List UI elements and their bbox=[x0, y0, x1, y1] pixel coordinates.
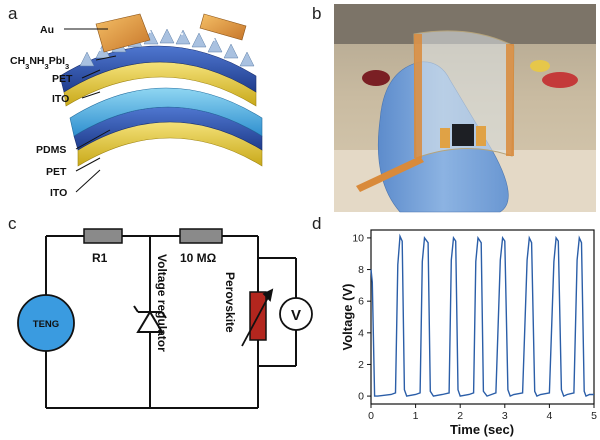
layer-pdms bbox=[69, 87, 263, 137]
y-tick-label: 2 bbox=[358, 359, 364, 371]
y-tick-label: 10 bbox=[352, 232, 364, 244]
panel-letter-b: b bbox=[312, 4, 322, 23]
x-tick-group: 0 1 2 3 4 5 bbox=[368, 404, 597, 422]
label-voltage-regulator: Voltage regulator bbox=[155, 254, 169, 352]
teng-label: TENG bbox=[33, 319, 59, 330]
resistor-r1 bbox=[83, 228, 123, 244]
voltmeter-label: V bbox=[291, 307, 301, 324]
y-tick-label: 4 bbox=[358, 327, 364, 339]
resistor-10mohm bbox=[179, 228, 223, 244]
zener-diode-symbol bbox=[133, 305, 167, 333]
label-au: Au bbox=[40, 24, 54, 36]
label-ito-bottom: ITO bbox=[50, 187, 67, 199]
y-tick-label: 8 bbox=[358, 264, 364, 276]
plot-frame bbox=[370, 229, 595, 405]
label-pdms: PDMS bbox=[36, 144, 66, 156]
x-tick-label: 4 bbox=[546, 410, 552, 422]
x-tick-label: 2 bbox=[457, 410, 463, 422]
variable-arrow-icon bbox=[241, 288, 274, 347]
label-r1: R1 bbox=[92, 251, 108, 265]
y-tick-label: 6 bbox=[358, 296, 364, 308]
label-perovskite: Perovskite bbox=[223, 272, 237, 333]
y-axis-title: Voltage (V) bbox=[340, 284, 355, 351]
label-ito-top: ITO bbox=[52, 93, 69, 105]
voltage-chart: 0 2 4 6 8 10 0 1 2 3 4 5 Voltage (V) Time (sec) bbox=[340, 229, 597, 437]
gold-electrode-left bbox=[95, 13, 151, 53]
y-tick-group: 0 2 4 6 8 10 bbox=[352, 232, 371, 403]
gold-electrode-right bbox=[199, 13, 247, 41]
label-pet-top: PET bbox=[52, 73, 73, 85]
voltmeter bbox=[279, 297, 313, 331]
x-tick-label: 1 bbox=[413, 410, 419, 422]
y-tick-label: 0 bbox=[358, 391, 364, 403]
panel-letter-d: d bbox=[312, 214, 322, 233]
label-10mohm: 10 MΩ bbox=[180, 251, 217, 265]
active-area bbox=[452, 124, 474, 146]
panel-letter-c: c bbox=[8, 214, 17, 233]
x-tick-label: 0 bbox=[368, 410, 374, 422]
x-tick-label: 5 bbox=[591, 410, 597, 422]
label-pet-bottom: PET bbox=[46, 166, 67, 178]
voltage-series-line bbox=[370, 233, 594, 398]
panel-letter-a: a bbox=[8, 4, 18, 23]
x-axis-title: Time (sec) bbox=[450, 422, 514, 437]
device-layer-stack bbox=[59, 13, 263, 167]
device-photo bbox=[334, 4, 596, 213]
label-perovskite-layer: CH3NH3PbI3 bbox=[10, 55, 69, 71]
teng-source bbox=[17, 294, 75, 352]
x-tick-label: 3 bbox=[502, 410, 508, 422]
